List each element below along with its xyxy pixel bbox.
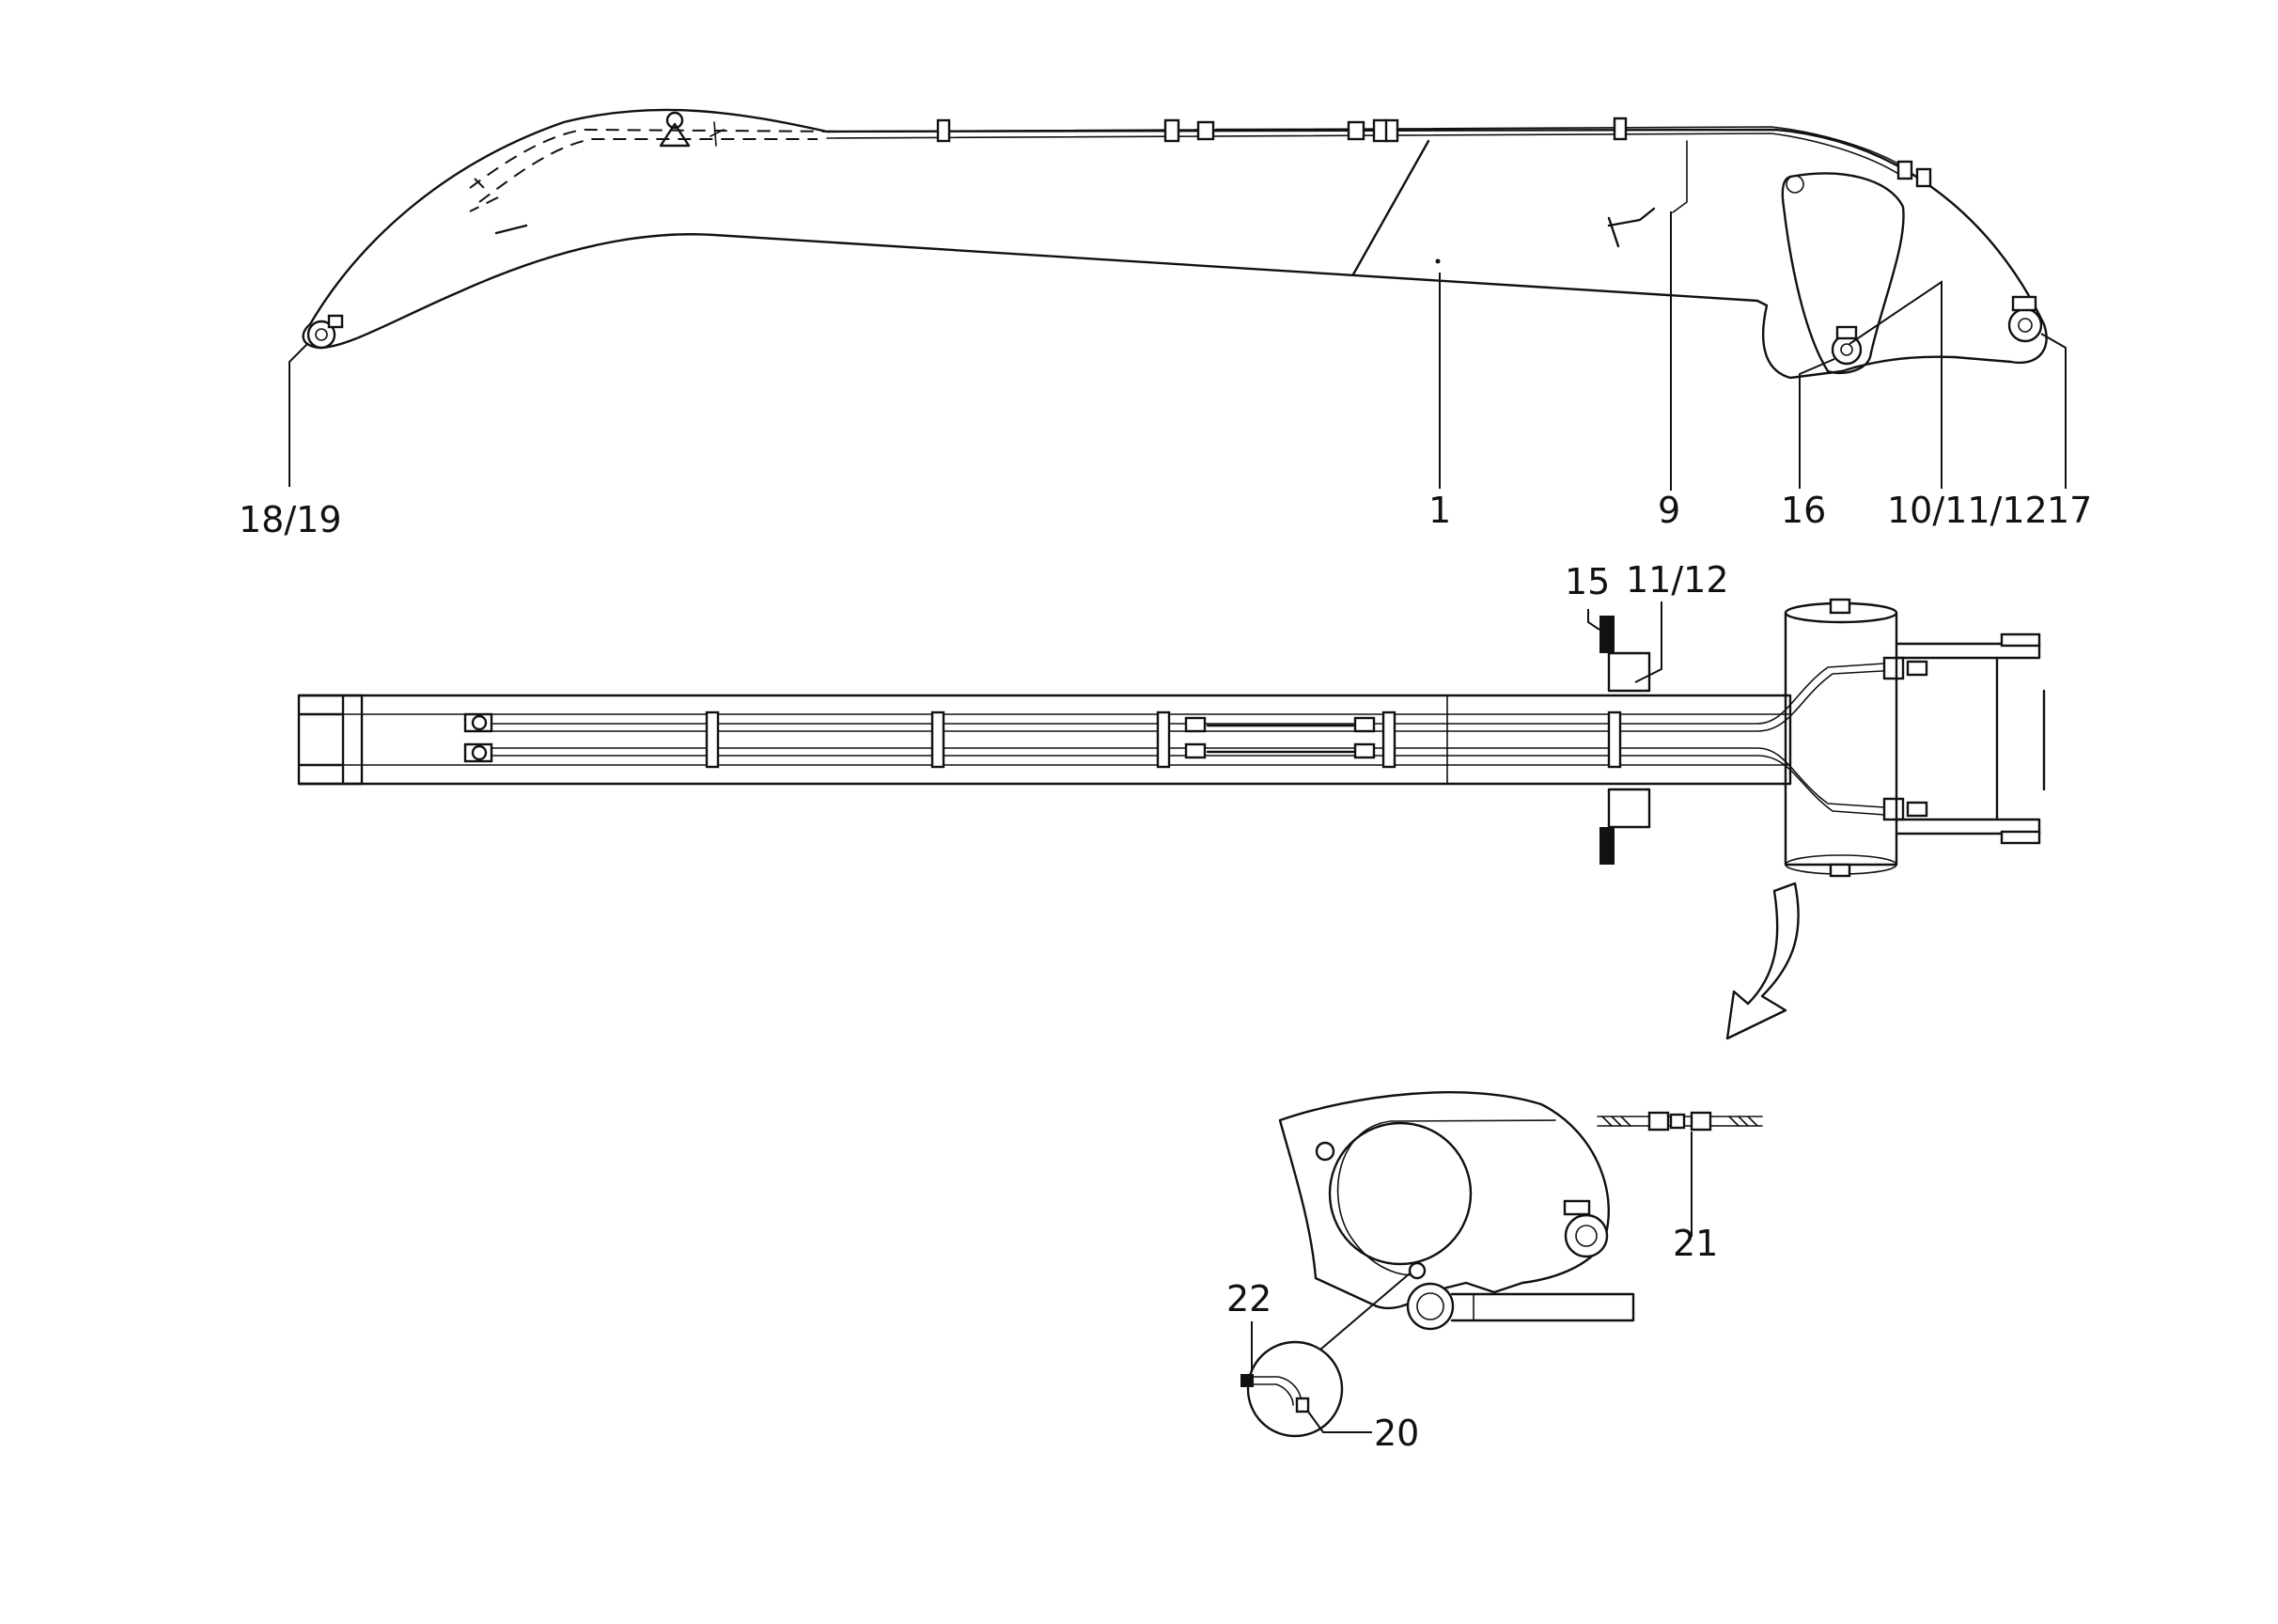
callout-11-12: 11/12 — [1626, 559, 1729, 601]
detail-plate-outline — [1278, 1091, 1610, 1310]
hidden-hose — [469, 128, 847, 212]
callout-17: 17 — [2047, 490, 2092, 531]
leader-11-12 — [1634, 601, 1662, 683]
nose-bracket — [659, 111, 725, 148]
side-step-bracket — [1599, 616, 1651, 865]
detail-lower-pin — [1406, 1261, 1455, 1331]
callout-18-19: 18/19 — [239, 499, 342, 540]
hose-clamp-plan — [705, 710, 720, 769]
detail-hose-piece — [1597, 1111, 1763, 1132]
boom-top-fork — [297, 694, 364, 786]
hose-clamp — [936, 118, 951, 143]
callout-21: 21 — [1673, 1223, 1718, 1264]
detail-cylinder-rod — [1450, 1292, 1635, 1322]
leader-17 — [2040, 333, 2067, 489]
nose-dash-mark — [494, 224, 528, 235]
boom-top-view — [297, 598, 2046, 1040]
boom-foot-drum — [1784, 598, 1898, 878]
leader-20 — [1307, 1411, 1372, 1433]
pipe-bracket — [1607, 140, 1688, 248]
boom-side-outline — [302, 108, 2048, 380]
magnifier-detail — [1240, 1273, 1411, 1438]
callout-9: 9 — [1658, 490, 1680, 531]
hose-line-plan — [463, 656, 1928, 821]
boom-center-dot — [1435, 258, 1441, 264]
callout-1: 1 — [1428, 490, 1451, 531]
hose-coupling — [1163, 118, 1180, 143]
leader-18-19 — [289, 342, 309, 487]
leader-16 — [1799, 358, 1835, 489]
detail-arrow — [1725, 882, 1800, 1040]
hose-line-top — [826, 117, 1932, 188]
boom-foot-lugs — [1895, 632, 2046, 845]
boom-foot-pin — [2007, 295, 2043, 343]
detail-hose-loop — [1336, 1119, 1556, 1276]
callout-22: 22 — [1226, 1278, 1272, 1320]
boom-foot-hole-top — [1786, 175, 1804, 194]
boom-foot-plate — [1781, 172, 1905, 375]
boom-top-outline — [297, 694, 1792, 786]
leader-15 — [1587, 609, 1600, 631]
leader-10-11-12 — [1849, 280, 1943, 489]
boom-cylinder-pin — [1831, 325, 1863, 366]
callout-20: 20 — [1374, 1413, 1419, 1454]
callout-10-11-12: 10/11/12 — [1887, 490, 2048, 531]
detail-small-hole — [1315, 1141, 1335, 1162]
callout-15: 15 — [1565, 561, 1610, 602]
detail-sheave — [1328, 1121, 1473, 1266]
detail-view — [1240, 1091, 1763, 1438]
callout-16: 16 — [1781, 490, 1826, 531]
detail-right-pin — [1563, 1199, 1609, 1258]
boom-nose-pin — [306, 314, 344, 350]
weld-seam — [1351, 139, 1430, 276]
callout-labels: 18/19 1 9 16 10/11/12 17 15 11/12 21 22 … — [239, 490, 2092, 1454]
boom-side-view — [289, 108, 2067, 491]
